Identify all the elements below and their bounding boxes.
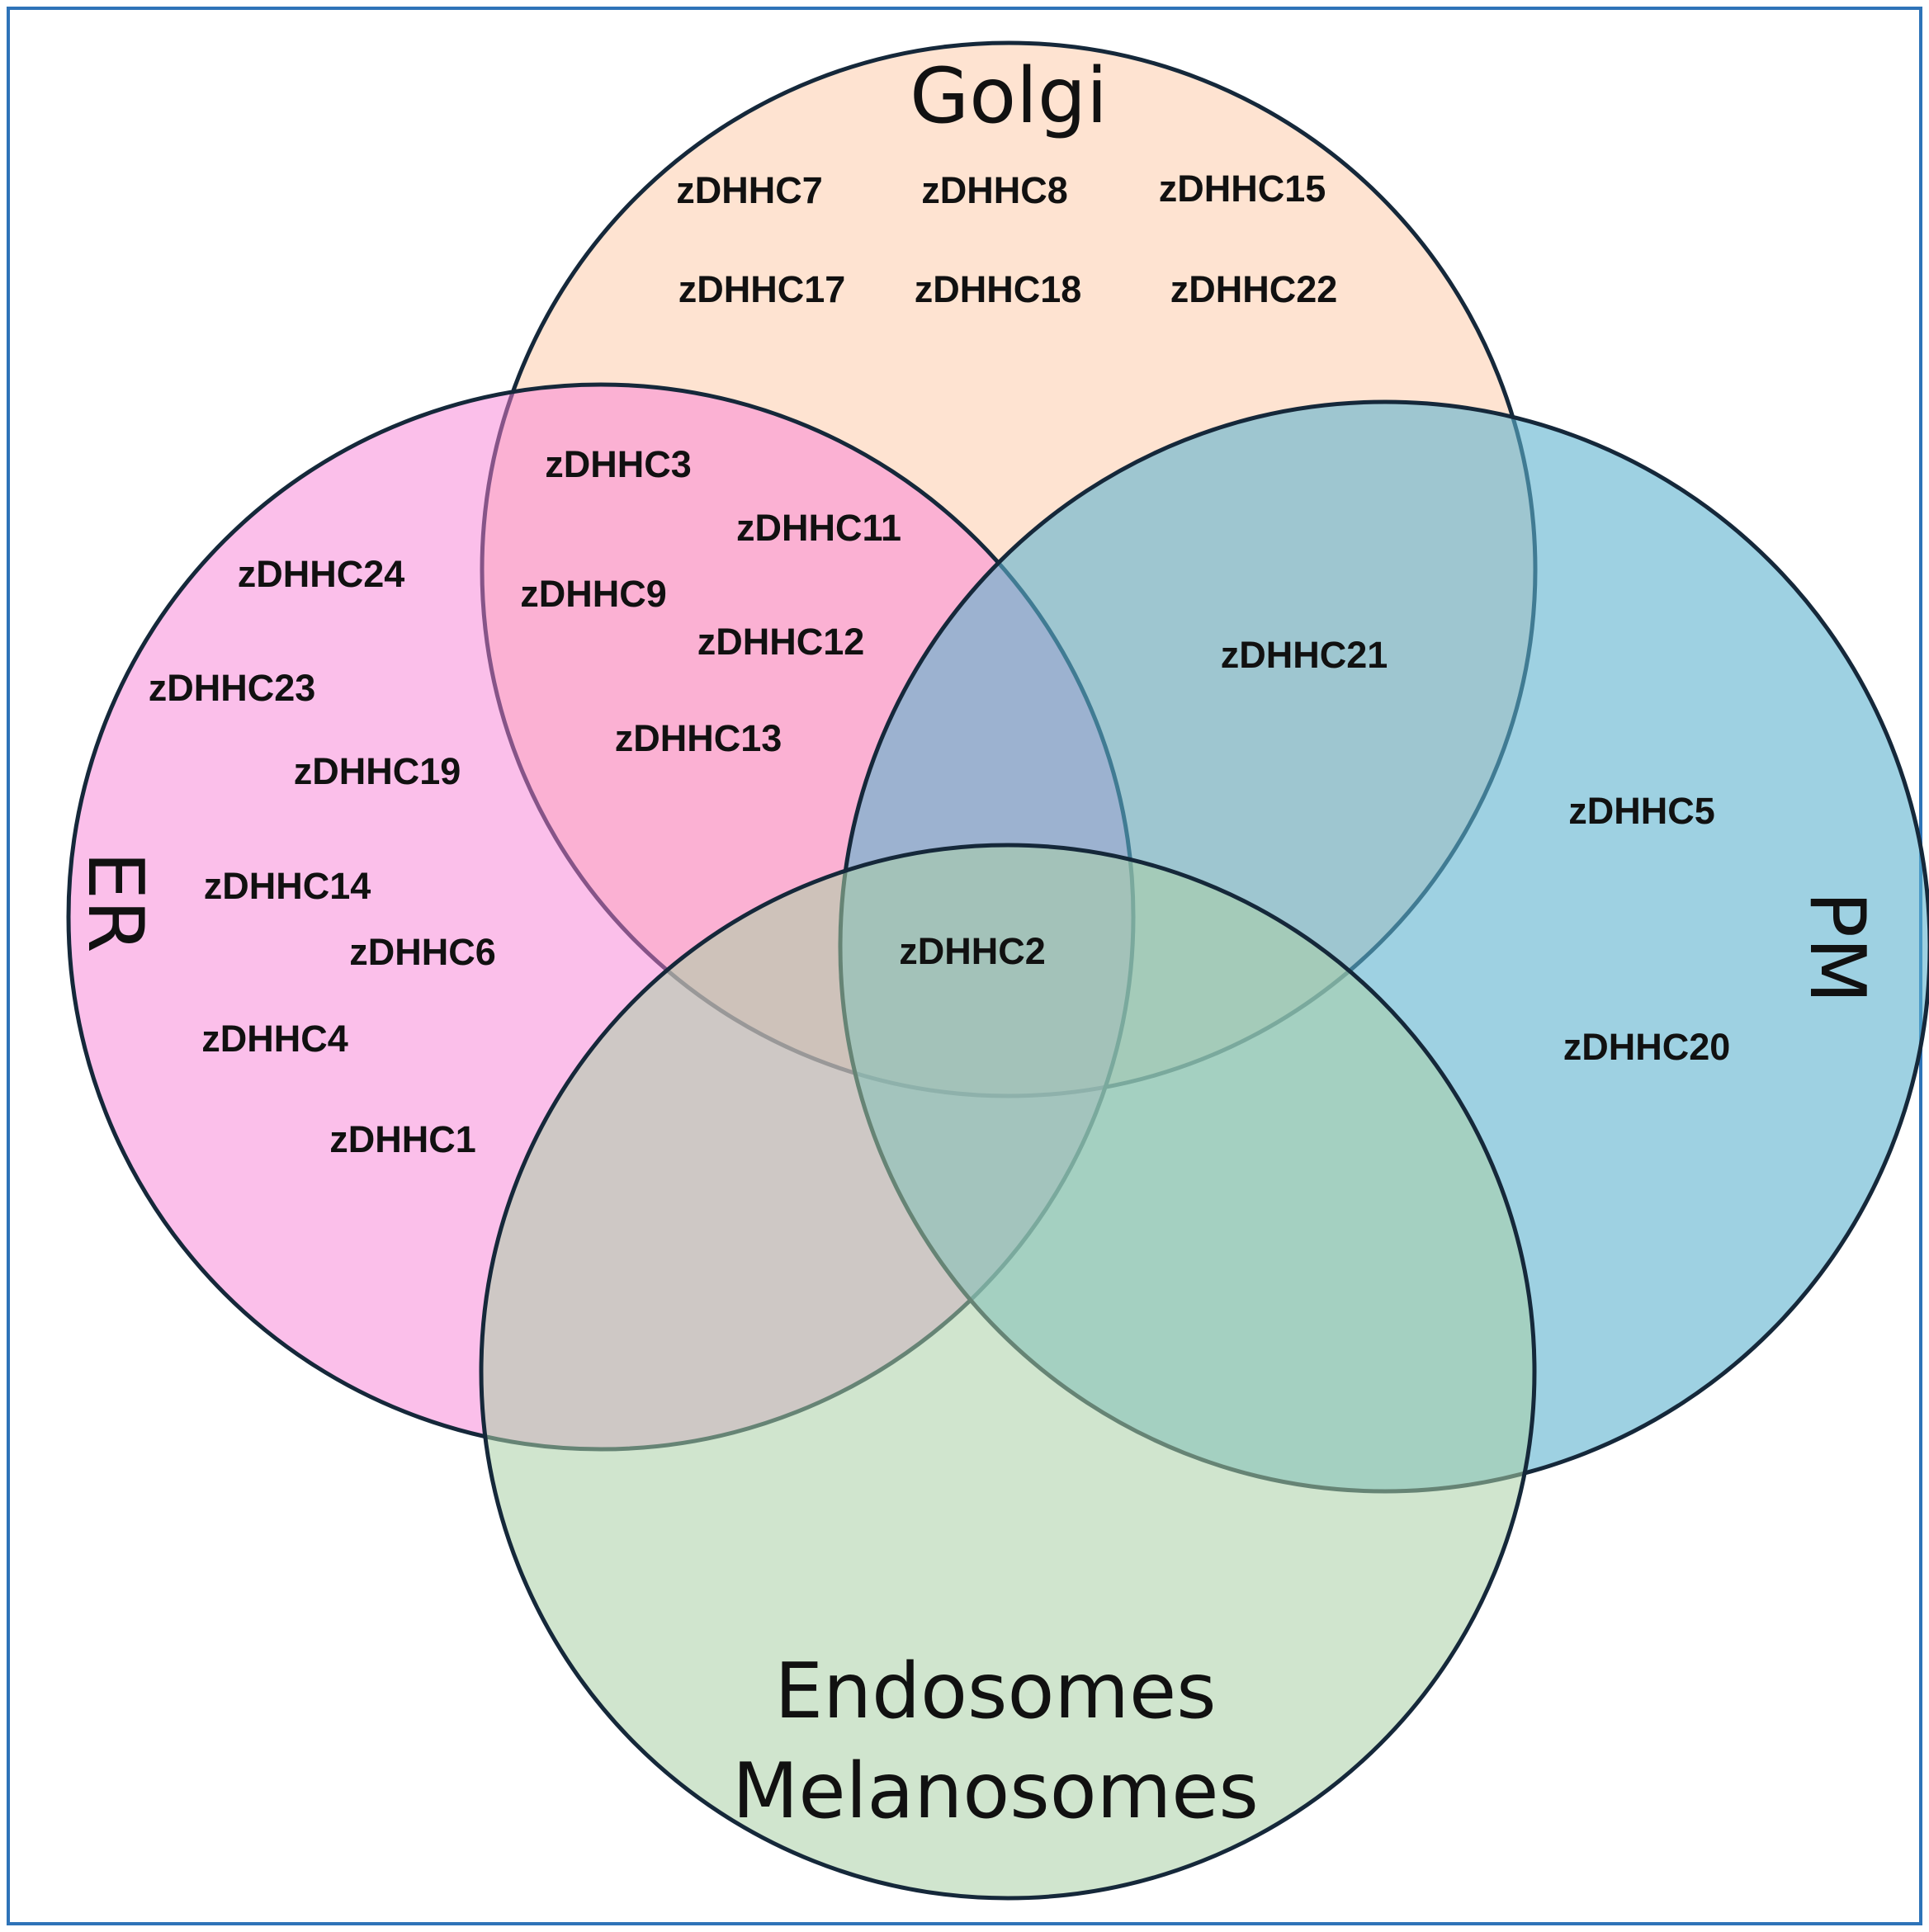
gene-label: zDHHC6 bbox=[349, 931, 496, 973]
gene-label: zDHHC12 bbox=[697, 621, 865, 663]
all-four-genes: zDHHC2 bbox=[899, 930, 1046, 972]
endosomes-title: Endosomes bbox=[774, 1646, 1216, 1736]
gene-label: zDHHC7 bbox=[676, 169, 823, 211]
gene-label: zDHHC14 bbox=[204, 865, 371, 907]
gene-label: zDHHC1 bbox=[329, 1118, 476, 1160]
gene-label: zDHHC4 bbox=[201, 1018, 348, 1060]
melanosomes-title: Melanosomes bbox=[732, 1746, 1259, 1835]
golgi-only-genes: zDHHC7 zDHHC8 zDHHC15 zDHHC17 zDHHC18 zD… bbox=[676, 168, 1337, 310]
gene-label: zDHHC17 bbox=[678, 268, 846, 310]
endosomes-circle bbox=[479, 843, 1537, 1901]
gene-label: zDHHC20 bbox=[1563, 1026, 1731, 1068]
er-only-genes: zDHHC24 zDHHC23 zDHHC19 zDHHC14 zDHHC6 z… bbox=[149, 553, 496, 1160]
gene-label: zDHHC8 bbox=[921, 169, 1068, 211]
gene-label: zDHHC13 bbox=[615, 717, 782, 759]
gene-label: zDHHC15 bbox=[1159, 168, 1326, 210]
gene-label: zDHHC24 bbox=[238, 553, 405, 595]
er-golgi-genes: zDHHC3 zDHHC11 zDHHC9 zDHHC12 zDHHC13 bbox=[520, 443, 901, 759]
golgi-title: Golgi bbox=[910, 51, 1108, 140]
gene-label: zDHHC21 bbox=[1221, 634, 1388, 676]
gene-label: zDHHC23 bbox=[149, 667, 316, 709]
gene-label: zDHHC19 bbox=[294, 750, 461, 792]
pm-only-genes: zDHHC5 zDHHC20 bbox=[1563, 790, 1731, 1068]
gene-label: zDHHC9 bbox=[520, 573, 667, 615]
pm-title: PM bbox=[1793, 891, 1882, 1004]
set-circles bbox=[66, 40, 1929, 1901]
gene-label: zDHHC5 bbox=[1568, 790, 1715, 832]
er-title: ER bbox=[71, 851, 160, 952]
gene-label: zDHHC3 bbox=[545, 443, 692, 485]
gene-label: zDHHC2 bbox=[899, 930, 1046, 972]
gene-label: zDHHC11 bbox=[736, 507, 901, 549]
golgi-pm-genes: zDHHC21 bbox=[1221, 634, 1388, 676]
gene-label: zDHHC18 bbox=[915, 268, 1082, 310]
gene-label: zDHHC22 bbox=[1170, 268, 1338, 310]
